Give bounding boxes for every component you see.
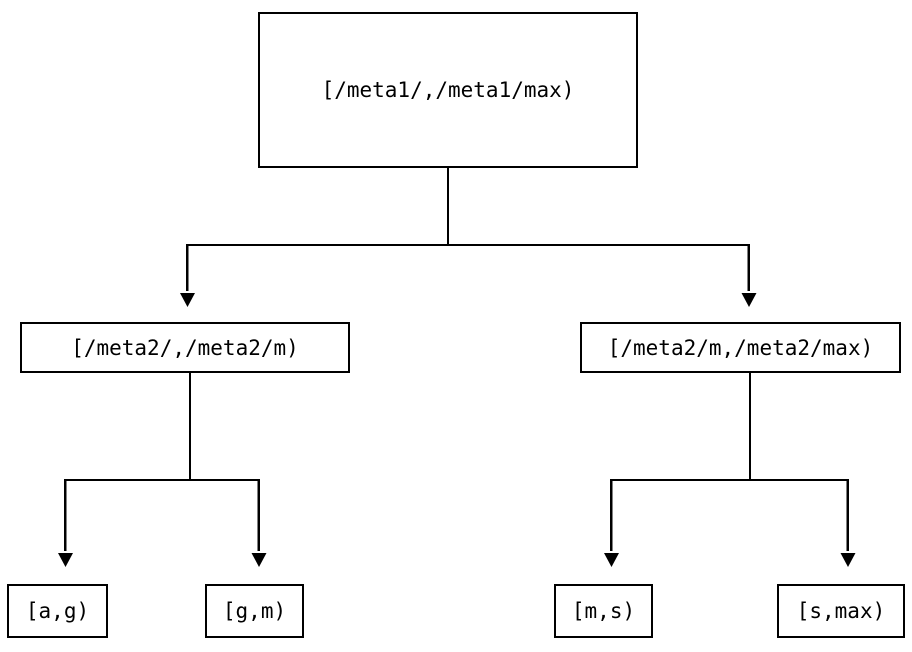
arrowhead-to-leaf3 bbox=[604, 553, 619, 567]
tree-node-mid-left[interactable]: [/meta2/,/meta2/m) bbox=[20, 322, 350, 373]
tree-node-leaf-3[interactable]: [m,s) bbox=[554, 584, 653, 638]
tree-node-mid-right-label: [/meta2/m,/meta2/max) bbox=[607, 335, 874, 360]
tree-node-leaf-1[interactable]: [a,g) bbox=[7, 584, 108, 638]
arrowhead-to-leaf4 bbox=[840, 553, 856, 567]
tree-node-leaf-1-label: [a,g) bbox=[25, 599, 90, 623]
arrowhead-to-midleft bbox=[180, 293, 195, 307]
tree-node-leaf-2[interactable]: [g,m) bbox=[205, 584, 304, 638]
arrowhead-to-leaf2 bbox=[251, 553, 267, 567]
tree-node-mid-left-label: [/meta2/,/meta2/m) bbox=[71, 335, 299, 360]
tree-node-root[interactable]: [/meta1/,/meta1/max) bbox=[258, 12, 638, 168]
tree-node-mid-right[interactable]: [/meta2/m,/meta2/max) bbox=[580, 322, 901, 373]
arrowhead-to-leaf1 bbox=[58, 553, 73, 567]
tree-node-leaf-2-label: [g,m) bbox=[222, 599, 287, 623]
tree-node-root-label: [/meta1/,/meta1/max) bbox=[321, 78, 575, 102]
tree-node-leaf-4[interactable]: [s,max) bbox=[777, 584, 905, 638]
tree-node-leaf-3-label: [m,s) bbox=[571, 599, 636, 623]
tree-node-leaf-4-label: [s,max) bbox=[796, 599, 886, 623]
arrowhead-to-midright bbox=[741, 293, 757, 307]
